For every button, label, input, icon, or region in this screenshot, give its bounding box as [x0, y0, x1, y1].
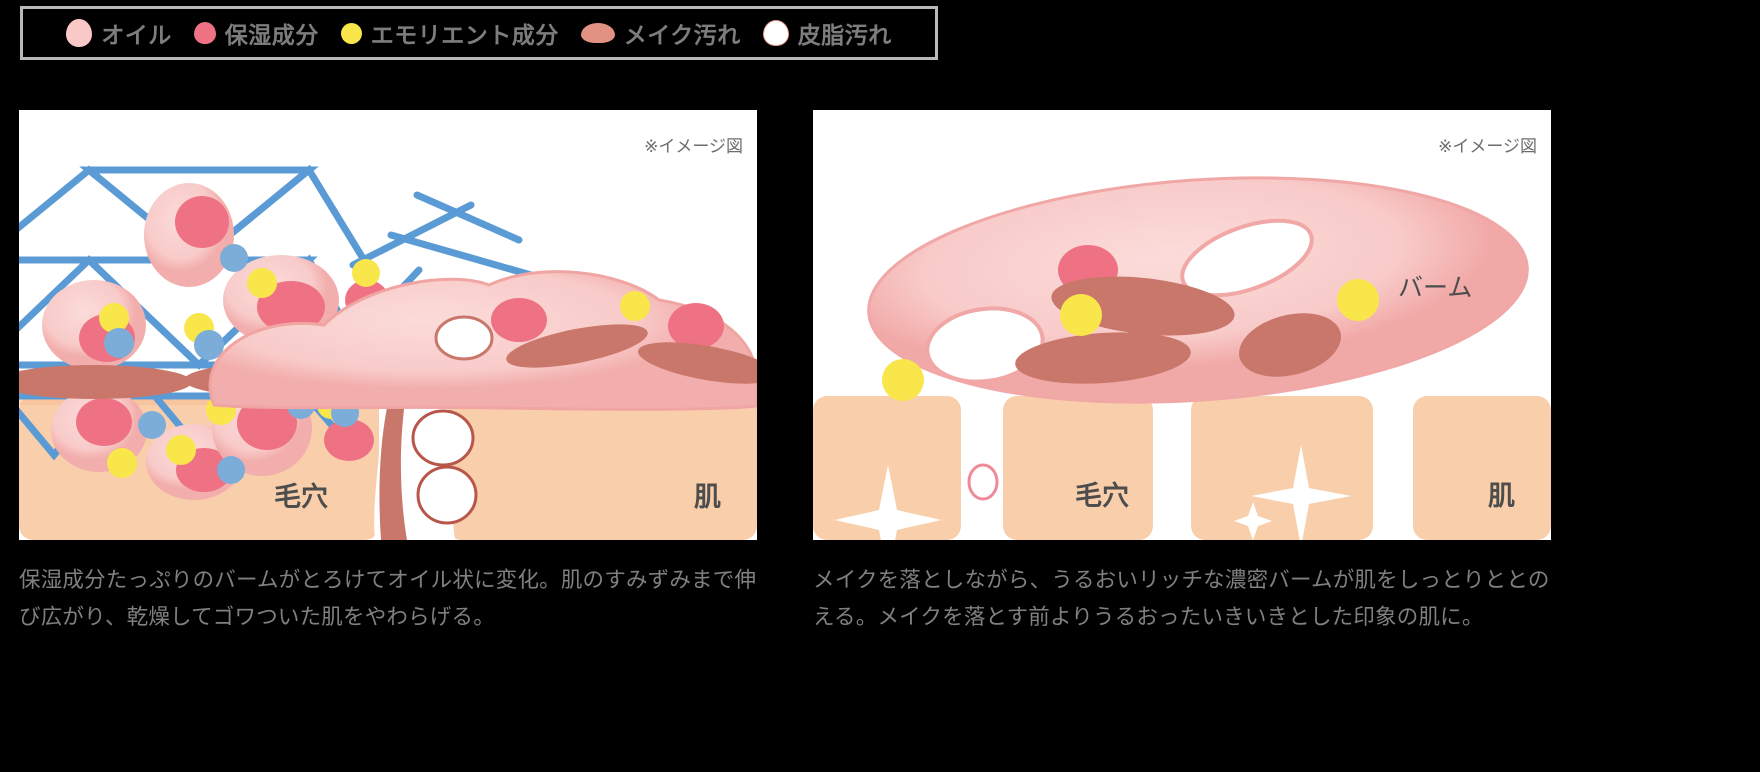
legend-label: 皮脂汚れ: [797, 22, 892, 48]
skin-label: 肌: [1488, 481, 1515, 511]
sebum-dirt-blob-swatch: [762, 20, 789, 46]
legend-item-sebum-dirt: 皮脂汚れ: [762, 16, 892, 50]
sparkle-icons: [835, 445, 1351, 540]
balm-label: バーム: [1398, 274, 1473, 302]
pore-channels: [964, 392, 1413, 540]
pore-label: 毛穴: [274, 482, 328, 512]
skin-layer: [813, 396, 1551, 540]
melted-oil-blob: [208, 270, 757, 411]
image-note: ※イメージ図: [1438, 137, 1537, 156]
emollient-blob-swatch: [340, 22, 362, 44]
before-illustration: [19, 164, 757, 540]
legend-label: エモリエント成分: [370, 22, 559, 48]
legend-label: オイル: [101, 22, 172, 48]
legend-item-emollient: エモリエント成分: [340, 16, 559, 50]
legend-item-makeup-dirt: メイク汚れ: [580, 16, 741, 50]
legend-item-oil: オイル: [66, 16, 172, 50]
legend-label: メイク汚れ: [623, 22, 741, 48]
caption-after: メイクを落としながら、うるおいリッチな濃密バームが肌をしっとりととのえる。メイク…: [813, 568, 1550, 629]
moisture-blob-swatch: [193, 22, 216, 44]
oil-blob-swatch: [66, 19, 93, 47]
makeup-dirt-blob-swatch: [580, 23, 615, 43]
image-note: ※イメージ図: [644, 137, 743, 156]
pore-label: 毛穴: [1075, 481, 1129, 511]
caption-before: 保湿成分たっぷりのバームがとろけてオイル状に変化。肌のすみずみまで伸び広がり、乾…: [19, 568, 757, 629]
illustration-panel-before: ※イメージ図 毛穴 肌: [19, 110, 757, 540]
after-illustration: [813, 176, 1551, 540]
illustration-panel-after: ※イメージ図 毛穴 肌 バーム: [813, 110, 1551, 540]
legend-item-moisture: 保湿成分: [193, 16, 319, 50]
lattice-rays: [349, 191, 535, 279]
pore-channel: [374, 388, 478, 540]
skin-label: 肌: [694, 482, 721, 512]
legend-label: 保湿成分: [224, 22, 319, 48]
balm-blob: [867, 176, 1529, 404]
legend-box: オイル 保湿成分 エモリエント成分 メイク汚れ 皮脂汚れ: [20, 6, 938, 60]
